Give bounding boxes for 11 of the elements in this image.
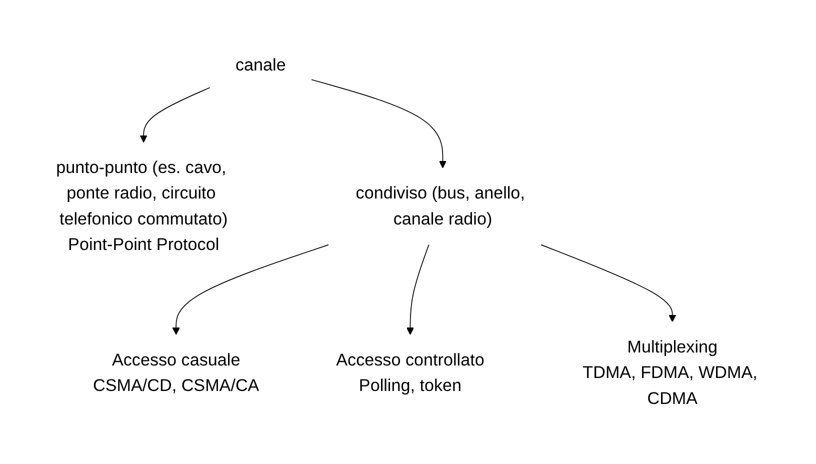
arrow — [540, 244, 676, 322]
node-text: Multiplexing TDMA, FDMA, WDMA, CDMA — [582, 338, 758, 408]
node-text: Accesso casuale CSMA/CD, CSMA/CA — [92, 350, 260, 396]
arrow — [172, 244, 329, 335]
node-text: canale — [235, 56, 286, 75]
node-text: condiviso (bus, anello, canale radio) — [356, 184, 525, 229]
node-text: punto-punto (es. cavo, ponte radio, circuito telefonico commutato) Point-Point Protocol — [56, 158, 228, 254]
arrow — [311, 79, 447, 168]
node-text: Accesso controllato Polling, token — [336, 350, 484, 396]
arrow — [406, 244, 430, 335]
arrow — [140, 87, 210, 143]
